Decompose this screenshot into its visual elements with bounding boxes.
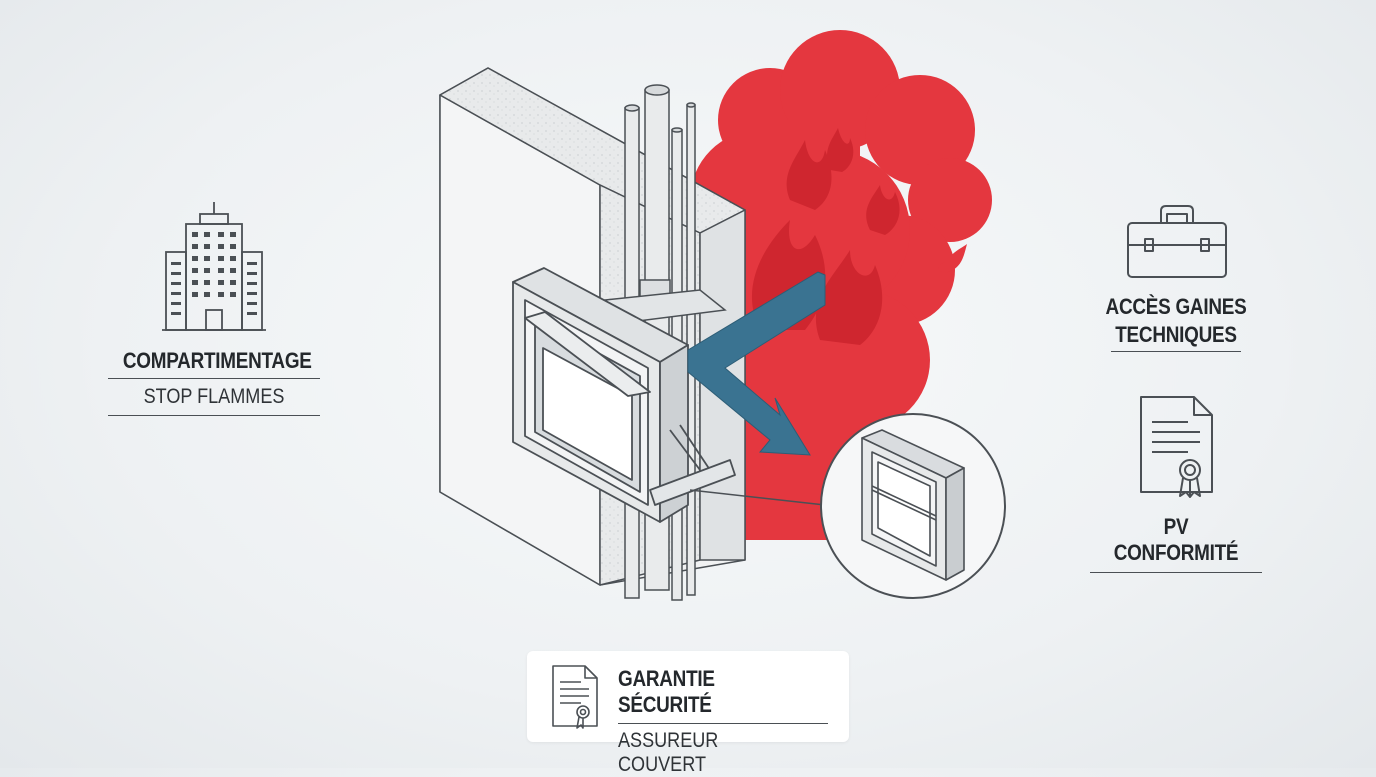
zoom-detail — [820, 413, 1006, 599]
guarantee-title: GARANTIE SÉCURITÉ — [618, 666, 715, 717]
compartment-title: COMPARTIMENTAGE — [122, 348, 312, 373]
certificate-icon — [552, 665, 598, 729]
duct-access-feature: ACCÈS GAINES TECHNIQUES — [1092, 293, 1260, 352]
building-icon — [162, 202, 266, 331]
compartment-subtitle: STOP FLAMMES — [143, 385, 285, 408]
toolbox-icon — [1127, 205, 1227, 278]
divider — [108, 415, 320, 416]
certificate-icon — [1140, 396, 1213, 498]
access-hatch — [512, 267, 736, 523]
duct-access-title-line2: TECHNIQUES — [1115, 322, 1237, 347]
guarantee-subtitle: ASSUREUR COUVERT — [618, 729, 719, 776]
guarantee-text: GARANTIE SÉCURITÉ ASSUREUR COUVERT — [618, 666, 832, 777]
divider — [618, 723, 828, 724]
compliance-title: PV CONFORMITÉ — [1113, 514, 1239, 565]
compartment-feature: COMPARTIMENTAGE STOP FLAMMES — [108, 348, 320, 416]
zoom-connector — [689, 489, 826, 506]
divider — [108, 378, 320, 379]
duct-access-title-line1: ACCÈS GAINES — [1105, 294, 1247, 319]
divider — [1090, 572, 1262, 573]
divider — [1111, 351, 1241, 352]
compliance-feature: PV CONFORMITÉ — [1090, 514, 1262, 573]
airflow-arrow — [687, 271, 826, 456]
